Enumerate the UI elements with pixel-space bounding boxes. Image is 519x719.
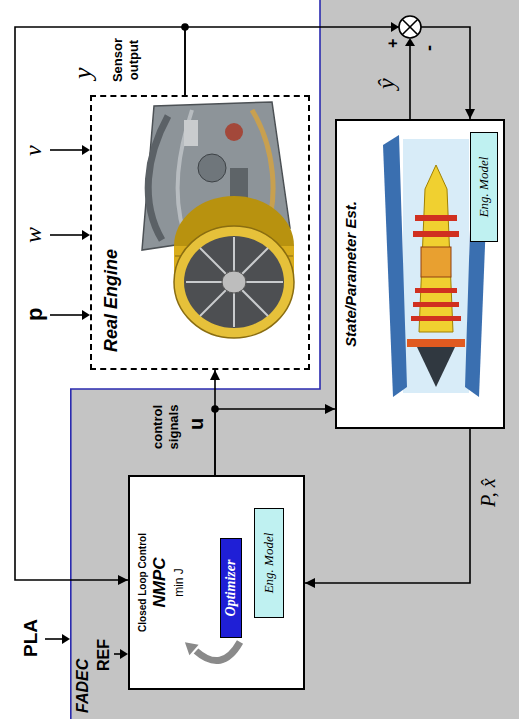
drawing-part: [411, 316, 461, 321]
ref-wire: [114, 653, 120, 655]
node-text: Eng. Model: [261, 533, 277, 594]
arrow-head: [82, 230, 90, 240]
pla-wire: [45, 638, 62, 640]
controller-box: Closed Loop ControlNMPCmin J Optimizer Eng…: [128, 475, 305, 690]
drawing-part: [71, 0, 320, 719]
drawing-part: [184, 120, 198, 146]
drawing-part: [383, 135, 407, 397]
sum-junction-cross: [402, 19, 418, 35]
node-text: Real Engine: [101, 113, 122, 352]
drawing-part: [196, 642, 240, 661]
drawing-part: [407, 339, 465, 347]
model-box: Eng. Model: [254, 508, 284, 618]
estimator-box: State/Parameter Est. Eng. Model: [335, 119, 505, 429]
estimate-wire: [409, 46, 411, 119]
node-text: FADEC: [74, 659, 92, 713]
engine-box: Real Engine: [90, 95, 310, 370]
drawing-part: [413, 302, 459, 307]
model-box: Eng. Model: [470, 132, 498, 242]
input-label: REF: [94, 639, 113, 671]
drawing-part: [225, 123, 243, 141]
sign-mark: +: [383, 39, 402, 48]
arrow-head: [82, 145, 90, 155]
arrow-head: [82, 310, 90, 320]
signal-name: y: [68, 67, 97, 79]
node-text: Closed Loop Control: [137, 533, 148, 632]
disturbance-wire: [50, 234, 82, 236]
drawing-part: [92, 93, 312, 368]
drawing-part: [421, 247, 451, 277]
signal-name: P, x̂: [476, 478, 500, 507]
drawing-part: [184, 236, 284, 328]
node-text: State/Parameter Est.: [342, 201, 359, 347]
drawing-part: [415, 288, 457, 293]
signal-caption: control signals: [150, 398, 182, 456]
signal-name: p: [22, 308, 47, 321]
drawing-part: [222, 271, 246, 293]
drawing-part: [230, 168, 248, 198]
signal-name: u: [184, 418, 208, 430]
node-text: NMPC: [150, 557, 170, 607]
drawing-part: [70, 0, 519, 719]
node-text: Optimizer: [223, 560, 239, 617]
drawing-part: [198, 154, 226, 182]
drawing-part: [185, 642, 199, 655]
drawing-part: [411, 215, 461, 321]
drawing-part: [148, 116, 168, 240]
node-text: Eng. Model: [476, 157, 492, 218]
sign-mark: -: [419, 45, 440, 51]
sum-junction: [399, 16, 421, 38]
drawing-part: [415, 215, 457, 221]
signal-name: ŷ: [372, 78, 400, 89]
noise-wire: [50, 149, 82, 151]
signal-caption: Sensor output: [110, 34, 142, 86]
drawing-part: [174, 226, 294, 338]
optimizer-box: Optimizer: [220, 538, 242, 638]
node-text: min J: [172, 568, 186, 597]
drawing-part: [413, 231, 459, 237]
drawing-part: [417, 347, 455, 387]
input-label: PLA: [20, 619, 42, 657]
drawing-part: [186, 237, 283, 327]
sum-junction-cross: [402, 19, 418, 35]
arrow-head: [62, 634, 70, 644]
signal-name: w: [20, 227, 47, 243]
disturbance-wire: [50, 314, 82, 316]
drawing-part: [403, 139, 469, 393]
signal-name: ν: [20, 145, 47, 156]
